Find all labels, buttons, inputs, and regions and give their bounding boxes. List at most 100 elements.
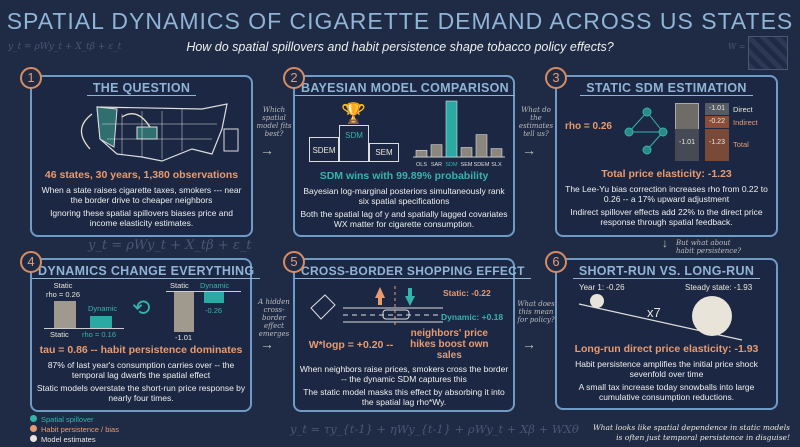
panel-text-1: 87% of last year's consumption carries o… — [47, 360, 235, 380]
panel-short-vs-long-run: SHORT-RUN VS. LONG-RUN Year 1: -0.26 Ste… — [555, 258, 778, 410]
dynamic-value: Dynamic: +0.18 — [441, 312, 504, 322]
step-number: 5 — [283, 251, 305, 273]
connector-note-5-6: What does this mean for policy? — [517, 300, 555, 324]
left-dynamic-label: Dynamic — [88, 304, 118, 313]
axis-line — [166, 291, 241, 292]
footnote: What looks like spatial dependence in st… — [592, 423, 790, 442]
label-total: Total — [733, 140, 749, 149]
panel-title: DYNAMICS CHANGE EVERYTHING — [32, 264, 261, 279]
tick-label-ols: OLS — [416, 162, 427, 168]
panel-text-1: Bayesian log-marginal posteriors simulta… — [303, 186, 505, 206]
panel-title: CROSS-BORDER SHOPPING EFFECT — [295, 264, 531, 279]
panel-text-block: SDM wins with 99.89% probability Bayesia… — [299, 170, 509, 232]
axis-static-label: Static — [50, 330, 69, 339]
page-subtitle: How do spatial spillovers and habit pers… — [186, 40, 614, 54]
bar-direct-value: -1.01 — [705, 103, 729, 115]
step-number: 6 — [545, 251, 567, 273]
tick-label-slx: SLX — [491, 162, 502, 168]
connector-note-1-2: Which spatial model fits best? — [256, 106, 292, 138]
rho-dynamic-label: rho = 0.16 — [82, 330, 116, 339]
axis-line — [44, 328, 124, 329]
panel-text-1: Habit persistence amplifies the initial … — [575, 359, 758, 379]
podium-sem: SEM — [369, 143, 399, 162]
panel-text-2: Static models overstate the short-run pr… — [36, 383, 246, 403]
arrow-right-icon: → — [522, 336, 536, 352]
bar-sdem — [475, 134, 488, 158]
panel-text-block: Long-run direct price elasticity: -1.93 … — [561, 343, 772, 405]
history-clock-icon: ⟲ — [132, 295, 151, 320]
panel-static-sdm: STATIC SDM ESTIMATION rho = 0.26 -1.01 -… — [555, 75, 778, 237]
arrow-right-icon: → — [260, 142, 274, 158]
dynamic-elasticity-value: -0.26 — [205, 306, 223, 315]
podium-sdm: SDM — [339, 125, 369, 162]
right-static-label: Static — [170, 281, 189, 290]
arrow-down-icon: ↓ — [662, 236, 668, 250]
legend-item: Model estimates — [30, 435, 119, 445]
bar-slx — [490, 148, 503, 158]
panel-text-1: The Lee-Yu bias correction increases rho… — [565, 184, 768, 204]
connector-note-3-6: But what about habit persistence? — [676, 239, 742, 255]
panel-headline: Long-run direct price elasticity: -1.93 — [574, 343, 759, 355]
page-title: SPATIAL DYNAMICS OF CIGARETTE DEMAND ACR… — [6, 8, 794, 34]
panel-cross-border: CROSS-BORDER SHOPPING EFFECT Static: -0.… — [293, 258, 531, 412]
panel-title: SHORT-RUN VS. LONG-RUN — [557, 264, 776, 279]
legend-item: Habit persistence / bias — [30, 425, 119, 435]
panel-model-comparison: BAYESIAN MODEL COMPARISON 🏆 SDEM SDM SEM… — [293, 75, 515, 237]
panel-title: THE QUESTION — [32, 81, 251, 96]
panel-the-question: THE QUESTION 46 states, 30 years, 1,380 … — [30, 75, 253, 237]
panel-title: BAYESIAN MODEL COMPARISON — [295, 81, 515, 96]
label-indirect: Indirect — [733, 118, 758, 127]
panel-text-block: 46 states, 30 years, 1,380 observations … — [36, 169, 247, 231]
bar-indirect-value: -0.22 — [705, 116, 729, 128]
panel-text-2: The static model masks this effect by ab… — [303, 387, 505, 407]
equation-dynamic: y_t = τy_{t-1} + ηWy_{t-1} + ρWy_t + Xβ … — [290, 422, 579, 436]
panel-text-2: A small tax increase today snowballs int… — [578, 382, 755, 402]
steady-state-value: Steady state: -1.93 — [685, 283, 753, 292]
year1-value: Year 1: -0.26 — [579, 283, 625, 292]
equation-static-top: y_t = ρWy_t + X_tβ + ε_t — [8, 42, 122, 52]
panel-headline: 46 states, 30 years, 1,380 observations — [44, 169, 239, 181]
panel-text-block: Total price elasticity: -1.23 The Lee-Yu… — [561, 168, 772, 230]
legend: Spatial spillover Habit persistence / bi… — [30, 415, 119, 445]
arrow-right-icon: → — [522, 142, 536, 158]
arrow-right-icon: → — [260, 336, 274, 352]
connector-note-4-5: A hidden cross-border effect emerges — [258, 298, 290, 338]
panel-title: STATIC SDM ESTIMATION — [557, 81, 776, 96]
bar-ols — [415, 149, 428, 158]
tick-label-sar: SAR — [431, 162, 442, 168]
bar-static-elasticity — [174, 292, 194, 332]
right-dynamic-label: Dynamic — [200, 281, 230, 290]
bar-rho-dynamic — [90, 316, 112, 328]
w-matrix-label: W = — [728, 42, 746, 51]
panel-headline: tau = 0.86 -- habit persistence dominate… — [39, 344, 243, 356]
equation-static-mid: y_t = ρWy_t + X_tβ + ε_t — [88, 238, 252, 253]
static-elasticity-value: -1.01 — [175, 333, 193, 342]
neighbors-price-note: neighbors' price hikes boost own sales — [410, 328, 489, 361]
step-number: 1 — [20, 67, 42, 89]
label-direct: Direct — [733, 105, 753, 114]
panel-text-2: Ignoring these spatial spillovers biases… — [50, 208, 233, 228]
panel-headline: Total price elasticity: -1.23 — [601, 168, 732, 180]
spatial-network-icon — [624, 107, 668, 155]
bar-rho-static — [54, 301, 76, 328]
panel-text-block: tau = 0.86 -- habit persistence dominate… — [36, 344, 246, 406]
w-matrix-icon — [748, 36, 788, 70]
snowball-illustration — [578, 294, 743, 341]
bar-sar — [430, 144, 443, 158]
step-number: 2 — [283, 67, 305, 89]
us-map-illustration — [80, 103, 239, 162]
connector-note-2-3: What do the estimates tell us? — [518, 106, 554, 138]
panel-text-block: W*logp = +0.20 -- neighbors' price hikes… — [299, 328, 509, 410]
w-logp-value: W*logp = +0.20 -- — [308, 338, 394, 351]
border-road-illustration — [310, 286, 443, 328]
bar-sem — [460, 147, 473, 158]
headline-row: W*logp = +0.20 -- neighbors' price hikes… — [299, 328, 509, 361]
bar-dynamic-elasticity — [204, 292, 224, 303]
tick-label-sdem: SDEM — [474, 162, 490, 168]
panel-text-1: When a state raises cigarette taxes, smo… — [41, 185, 242, 205]
tick-label-sdm: SDM — [445, 162, 458, 168]
bar-total-value: -1.23 — [705, 129, 729, 161]
